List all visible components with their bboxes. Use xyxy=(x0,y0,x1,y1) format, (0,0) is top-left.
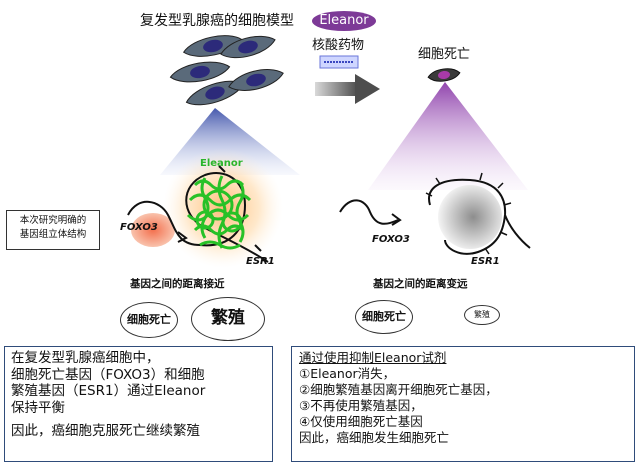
eleanor-rna-cluster xyxy=(186,175,252,250)
cancer-cell-cluster xyxy=(169,35,284,106)
drug-label: 核酸药物 xyxy=(312,38,365,53)
dying-cell-icon xyxy=(427,68,461,82)
transition-arrow-icon xyxy=(315,74,380,104)
caption-close: 基因之间的距离接近 xyxy=(130,278,225,290)
right-panel-line: ④仅使用细胞死亡基因 xyxy=(299,414,423,429)
caption-far: 基因之间的距离变远 xyxy=(373,278,468,290)
arrowhead-right xyxy=(391,213,402,226)
oval-proliferation-left: 繁殖 xyxy=(191,297,265,341)
dna-arrowheads-left xyxy=(177,165,262,252)
page-title: 复发型乳腺癌的细胞模型 xyxy=(140,13,294,29)
eleanor-green-label: Eleanor xyxy=(200,158,243,169)
histone-markers xyxy=(425,172,512,255)
right-panel-line: ①Eleanor消失， xyxy=(299,366,396,381)
left-panel-line: 在复发型乳腺癌细胞中， xyxy=(11,350,160,366)
eleanor-badge: Eleanor xyxy=(312,11,376,31)
left-explanation-panel: 在复发型乳腺癌细胞中， 细胞死亡基因（FOXO3）和细胞 繁殖基因（ESR1）通… xyxy=(4,346,273,462)
note-line: 基因组立体结构 xyxy=(19,229,87,240)
foxo3-label-left: FOXO3 xyxy=(120,222,158,233)
left-panel-line: 细胞死亡基因（FOXO3）和细胞 xyxy=(11,366,205,383)
dna-strand-right-a xyxy=(339,199,399,225)
esr1-ball xyxy=(438,185,502,249)
oval-cell-death-left: 细胞死亡 xyxy=(120,302,178,338)
esr1-label-right: ESR1 xyxy=(471,256,500,267)
oval-cell-death-right: 细胞死亡 xyxy=(355,300,413,334)
oval-proliferation-right: 繁殖 xyxy=(464,305,500,325)
right-panel-line: ②细胞繁殖基因离开细胞死亡基因， xyxy=(299,382,498,397)
purple-beam xyxy=(368,82,528,190)
cell-death-label: 细胞死亡 xyxy=(418,47,471,62)
right-explanation-panel: 通过使用抑制Eleanor试剂 ①Eleanor消失， ②细胞繁殖基因离开细胞死… xyxy=(291,346,635,462)
foxo3-label-right: FOXO3 xyxy=(372,234,410,245)
right-panel-heading: 通过使用抑制Eleanor试剂 xyxy=(299,350,447,365)
genome-structure-note: 本次研究明确的 基因组立体结构 xyxy=(6,210,100,250)
note-line: 本次研究明确的 xyxy=(19,215,87,226)
eleanor-glow xyxy=(163,148,283,268)
foxo3-blob-left xyxy=(131,213,175,247)
left-panel-conclusion: 因此，癌细胞克服死亡继续繁殖 xyxy=(11,423,200,439)
dna-strand-right-b xyxy=(428,178,531,255)
esr1-label-left: ESR1 xyxy=(246,256,275,267)
right-panel-line: 因此，癌细胞发生细胞死亡 xyxy=(299,430,450,445)
right-panel-line: ③不再使用繁殖基因， xyxy=(299,398,423,413)
left-panel-line: 繁殖基因（ESR1）通过Eleanor xyxy=(11,383,206,399)
nucleic-acid-drug-icon xyxy=(319,55,359,69)
left-panel-line: 保持平衡 xyxy=(11,399,65,416)
